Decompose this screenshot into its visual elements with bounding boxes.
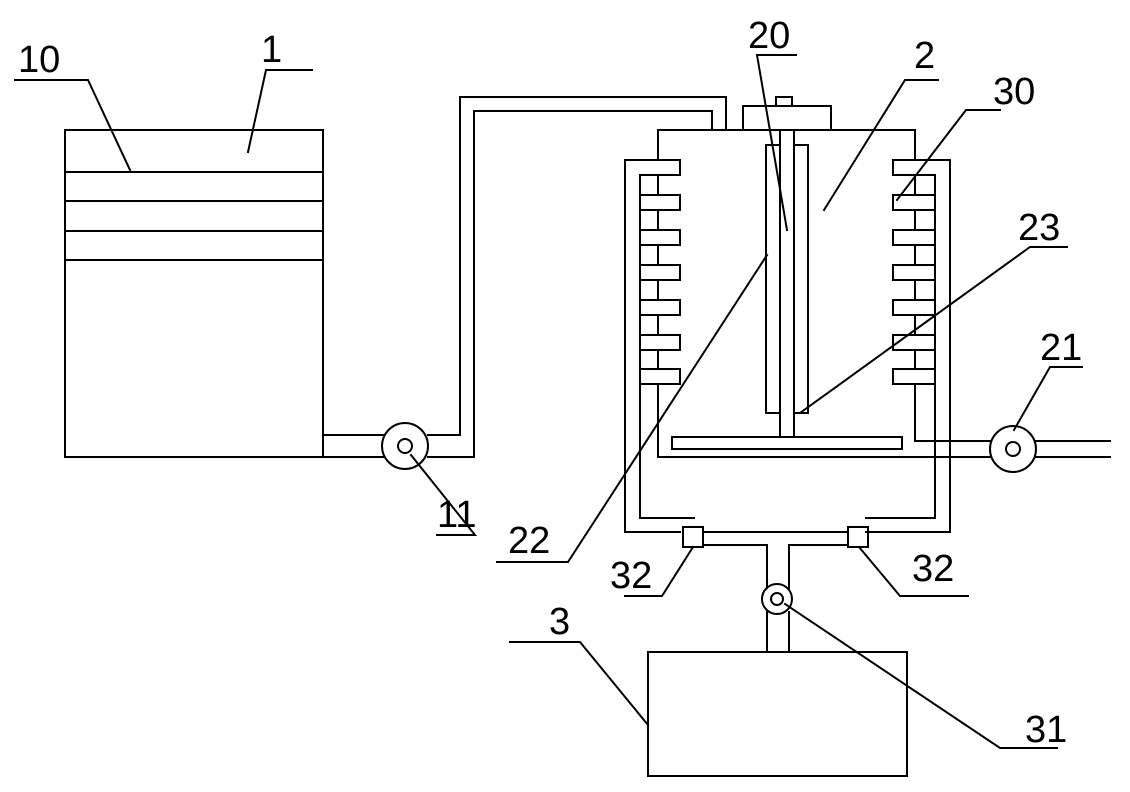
valve-32-left (682, 526, 704, 548)
storage-tank-1 (64, 129, 324, 458)
pump-21 (989, 425, 1037, 473)
leader-32-right (857, 545, 969, 597)
feed-pipe (64, 96, 727, 458)
label-1: 1 (261, 29, 282, 71)
leader-23 (798, 246, 1068, 415)
leader-30 (895, 109, 1001, 202)
pump-11 (381, 422, 429, 470)
label-32-left: 32 (610, 555, 652, 597)
label-22: 22 (508, 520, 550, 562)
label-2: 2 (914, 35, 935, 77)
label-23: 23 (1018, 207, 1060, 249)
label-3: 3 (549, 601, 570, 643)
label-30: 30 (993, 71, 1035, 113)
jacket-left (624, 159, 695, 533)
leader-21 (1012, 366, 1083, 432)
label-32-right: 32 (912, 548, 954, 590)
leader-20 (755, 54, 797, 232)
leader-10 (14, 79, 132, 172)
leader-11 (409, 453, 478, 536)
leader-1 (246, 69, 313, 154)
label-20: 20 (748, 15, 790, 57)
leader-3 (509, 641, 650, 727)
leader-lines (14, 54, 1083, 749)
jacket-right (865, 159, 951, 533)
return-manifold (702, 531, 849, 653)
stirrer-paddle (671, 436, 903, 450)
reactor-2 (657, 96, 1111, 458)
leader-32-left (624, 545, 695, 597)
label-31: 31 (1025, 709, 1067, 751)
valve-32-right (847, 526, 869, 548)
stirrer-20 (671, 129, 903, 450)
leader-2 (822, 79, 939, 212)
collection-tank-3 (647, 651, 908, 777)
pump-31 (761, 583, 793, 615)
label-21: 21 (1040, 327, 1082, 369)
motor-cap (775, 96, 793, 107)
leader-31 (783, 602, 1058, 749)
label-11: 11 (437, 494, 476, 536)
callout-labels: 10 1 20 2 30 23 21 11 22 32 32 3 31 (18, 15, 1082, 751)
label-10: 10 (18, 39, 60, 81)
leader-22 (496, 253, 769, 563)
motor-housing (742, 105, 832, 131)
